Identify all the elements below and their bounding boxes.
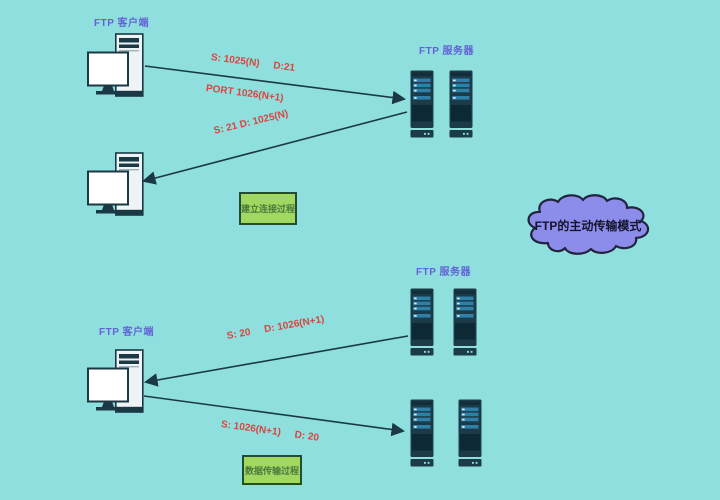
port-command-label: PORT 1026(N+1) [205,83,285,105]
bottom-server-tower-icon-3 [410,399,434,467]
bottom-client-label: FTP 客户端 [99,327,154,338]
conn-request-src: S: 1025(N) [210,52,261,70]
bottom-client-computer-icon [87,349,145,415]
data-to-client-label: S: 20 D: 1026(N+1) [226,314,325,342]
top-server-tower-icon-2 [449,70,473,138]
data-to-client-dst: D: 1026(N+1) [263,313,326,336]
arrow-data-to-client [143,335,409,387]
bottom-server-tower-icon-4 [458,399,482,467]
data-transfer-box: 数据传输过程 [242,455,302,485]
data-to-server-label: S: 1026(N+1) D: 20 [220,419,319,444]
data-to-server-src: S: 1026(N+1) [220,419,282,439]
top-server-tower-icon-1 [410,70,434,138]
establish-connection-box: 建立连接过程 [239,192,297,225]
conn-request-dst: D:21 [272,60,296,74]
top-client-computer-icon [87,33,145,99]
bottom-server-tower-icon-1 [410,288,434,356]
top-client-computer-icon-2 [87,152,145,218]
cloud-outline-icon [527,194,650,255]
bottom-server-tower-icon-2 [453,288,477,356]
conn-request-label: S: 1025(N) D:21 [210,52,295,74]
data-to-client-src: S: 20 [226,326,252,342]
bottom-server-label: FTP 服务器 [416,267,471,278]
diagram-title: FTP的主动传输模式 [534,218,642,233]
data-to-server-dst: D: 20 [293,429,320,444]
cloud-shape: FTP的主动传输模式 [522,193,654,257]
conn-reply-label: S: 21 D: 1025(N) [212,108,290,137]
top-server-label: FTP 服务器 [419,46,474,57]
top-client-label: FTP 客户端 [94,18,149,29]
